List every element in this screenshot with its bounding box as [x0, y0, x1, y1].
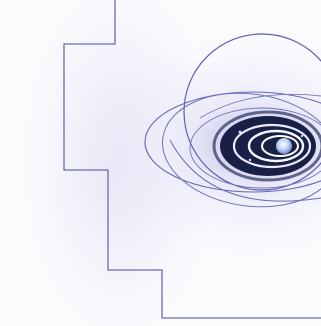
sparkle-dot	[249, 159, 251, 161]
sparkle-dot	[301, 135, 303, 137]
sparkle-dot	[239, 131, 242, 134]
central-planet	[276, 138, 292, 154]
